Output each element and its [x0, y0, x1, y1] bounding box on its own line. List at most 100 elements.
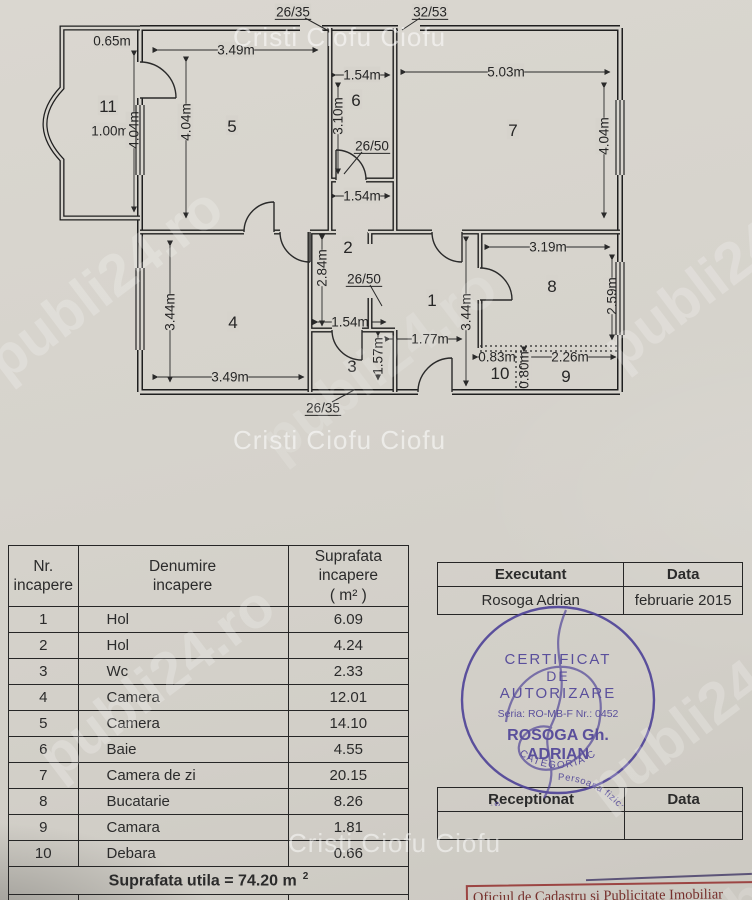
svg-text:2.59m: 2.59m [605, 277, 620, 315]
authorization-stamp: Persoana fizica autorizata de ANCPI sa e… [460, 605, 656, 806]
executant-date: februarie 2015 [623, 586, 743, 615]
stamp-name-line1: ROSOGA Gh. [507, 727, 609, 744]
svg-text:1.54m: 1.54m [331, 315, 369, 330]
plan-dimension-label: 26/50 [353, 137, 391, 154]
room-area-cell: 4.55 [287, 736, 410, 764]
plan-dimension-label: 3.10m [329, 97, 346, 135]
plan-dimension-label: 3.49m [211, 368, 249, 385]
room-name-cell: Balcon [77, 894, 289, 900]
svg-text:6: 6 [351, 91, 360, 110]
plan-dimension-label: 26/50 [345, 270, 383, 287]
plan-dimension-label: 1.54m [331, 313, 369, 330]
room-number-label: 5 [225, 115, 239, 136]
stamp-ring-text: Persoana fizica autorizata de ANCPI sa e… [470, 772, 646, 806]
room-number-cell: 9 [8, 814, 79, 842]
room-name-cell: Camera [77, 710, 289, 738]
svg-text:3: 3 [347, 357, 356, 376]
room-name-cell: Camera [77, 684, 289, 712]
room-area-cell: 12.01 [287, 684, 410, 712]
header-nr-incapere: Nr.incapere [8, 544, 79, 608]
plan-dimension-label: 3.49m [217, 41, 255, 58]
room-area-cell: 20.15 [287, 762, 410, 790]
svg-text:8: 8 [547, 277, 556, 296]
stamp-certificat: CERTIFICAT [505, 651, 612, 668]
svg-text:3.49m: 3.49m [211, 370, 249, 385]
svg-text:3.44m: 3.44m [163, 293, 178, 331]
room-area-cell: 14.10 [287, 710, 410, 738]
svg-text:4: 4 [228, 313, 237, 332]
svg-text:1.57m: 1.57m [371, 337, 386, 375]
receptionat-data-header: Data [624, 787, 743, 812]
room-name-cell: Hol [77, 632, 289, 660]
room-area-cell: 1.81 [287, 814, 410, 842]
room-name-cell: Debara [77, 840, 289, 868]
room-number-cell: 7 [8, 762, 79, 790]
room-name-cell: Camara [77, 814, 289, 842]
room-number-label: 9 [559, 365, 573, 386]
receptionat-date-cell [624, 811, 743, 840]
label-leader-lines [304, 17, 421, 403]
room-area-cell: 8.26 [287, 788, 410, 816]
svg-text:4.04m: 4.04m [179, 103, 194, 141]
door-arcs [139, 61, 513, 393]
receptionat-header: Receptionat [436, 787, 626, 812]
svg-text:7: 7 [508, 121, 517, 140]
room-number-cell: 5 [8, 710, 79, 738]
executant-data-header: Data [623, 562, 743, 587]
svg-text:0.83m: 0.83m [478, 350, 516, 365]
interior-walls-core [140, 28, 620, 392]
plan-dimension-label: 0.80m [515, 351, 532, 389]
room-number-cell: 3 [8, 658, 79, 686]
svg-text:2.84m: 2.84m [315, 249, 330, 287]
svg-text:9: 9 [561, 367, 570, 386]
window-hatch [135, 100, 625, 350]
svg-text:26/50: 26/50 [355, 139, 389, 154]
signature-scribble [504, 609, 602, 799]
plan-dimension-label: 1.54m [343, 66, 381, 83]
executant-table: Executant Data Rosoga Adrian februarie 2… [436, 562, 743, 615]
room-number-label: 11 [97, 95, 119, 116]
cadastru-office-stamp: Oficiul de Cadastru si Publicitate Imobi… [465, 880, 752, 900]
room-number-label: 4 [226, 311, 240, 332]
svg-text:10: 10 [491, 364, 510, 383]
stamp-name-line2: ADRIAN [527, 746, 589, 763]
header-suprafata: Suprafata incapere( m² ) [287, 544, 410, 608]
plan-dimension-label: 3.44m [457, 293, 474, 331]
room-number-cell: 10 [8, 840, 79, 868]
plan-dimension-label: 0.65m [93, 32, 131, 49]
room-name-cell: Camera de zi [77, 762, 289, 790]
svg-text:26/35: 26/35 [306, 401, 340, 416]
plan-dimension-label: 2.84m [313, 249, 330, 287]
plan-dimension-label: 5.03m [487, 63, 525, 80]
room-name-cell: Bucatarie [77, 788, 289, 816]
plan-dimension-label: 1.00m [91, 122, 129, 139]
plan-dimension-label: 0.83m [478, 348, 516, 365]
svg-text:2: 2 [343, 238, 352, 257]
room-name-cell: Baie [77, 736, 289, 764]
stamp-de: DE [546, 668, 569, 684]
plan-dimension-label: 32/53 [411, 3, 449, 20]
room-area-cell: 2.33 [287, 658, 410, 686]
room-number-label: 7 [506, 119, 520, 140]
room-number-cell: 6 [8, 736, 79, 764]
plan-dimension-label: 4.04m [177, 103, 194, 141]
room-number-label: 3 [345, 355, 359, 376]
room-area-cell: 3.33 [287, 894, 410, 900]
room-name-cell: Hol [77, 606, 289, 634]
plan-dimension-label: 4.04m [125, 111, 142, 149]
svg-text:5: 5 [227, 117, 236, 136]
